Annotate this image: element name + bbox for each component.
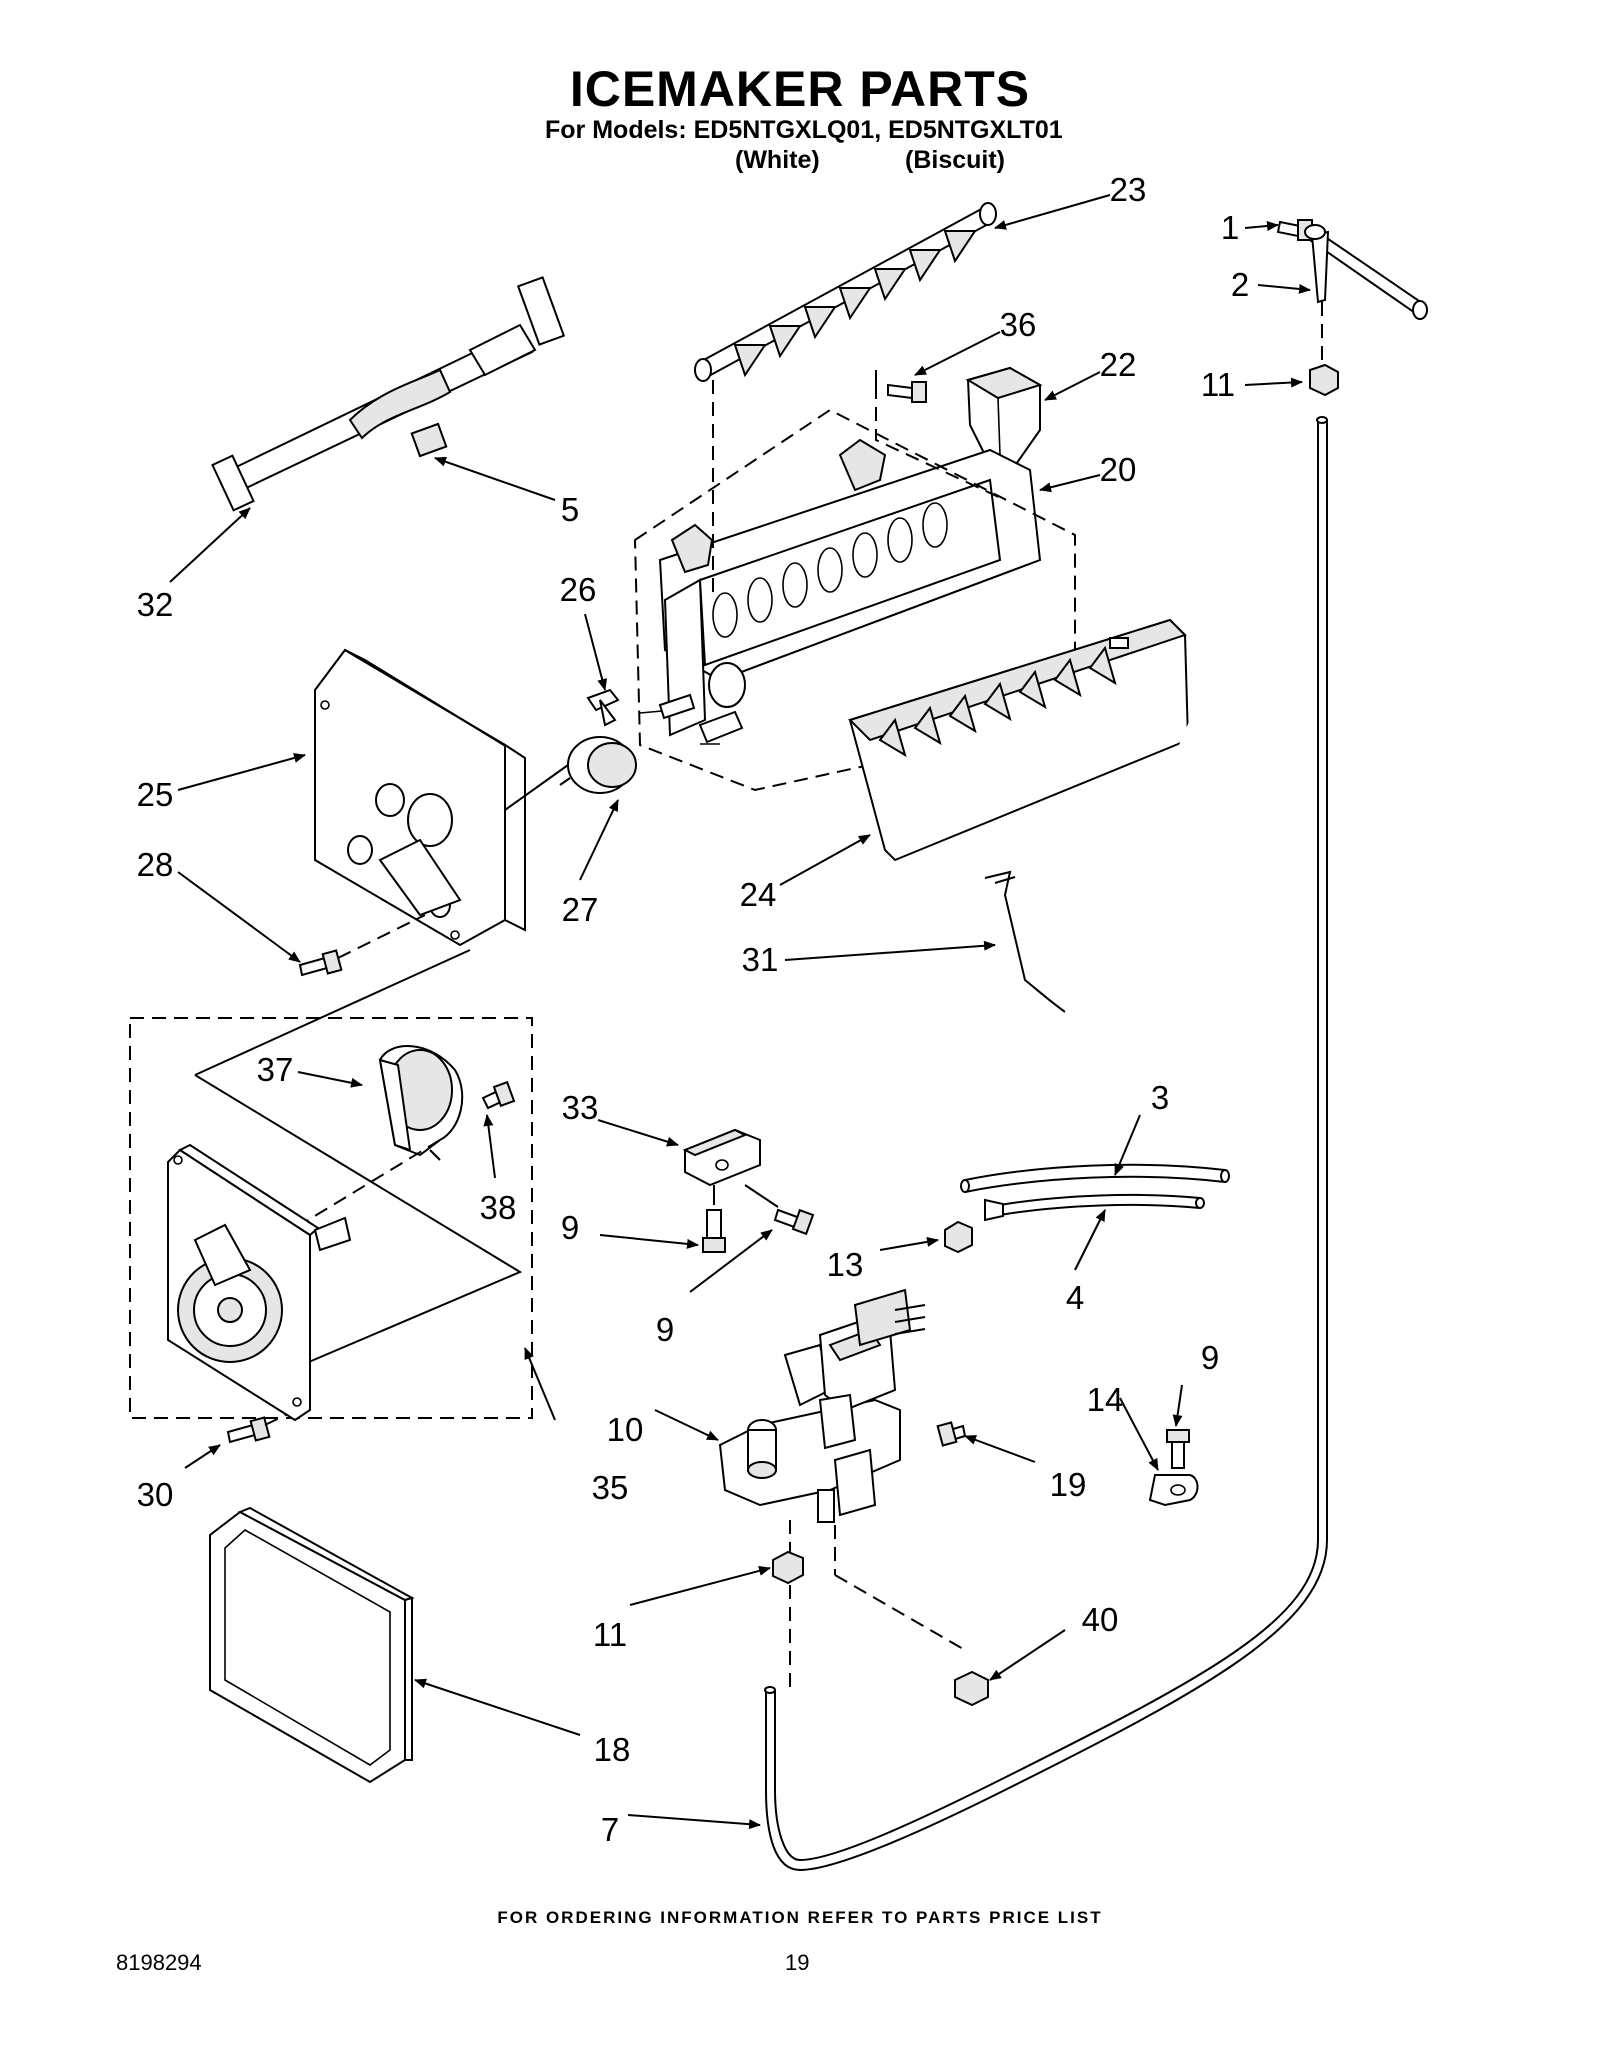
- callout-26: 26: [559, 571, 597, 608]
- part-9-screw-b: [773, 1208, 815, 1236]
- part-32-harness: [211, 276, 566, 512]
- callout-9-lower: 9: [655, 1311, 675, 1348]
- part-2-fill-tube: [1304, 224, 1428, 320]
- callout-30: 30: [136, 1476, 174, 1513]
- part-3-tube: [960, 1163, 1230, 1193]
- part-36-screw: [887, 381, 927, 403]
- callout-40: 40: [1081, 1601, 1119, 1638]
- callout-1: 1: [1220, 209, 1240, 246]
- callout-33: 33: [561, 1089, 599, 1126]
- part-40-nut: [954, 1670, 989, 1707]
- callout-37: 37: [256, 1051, 294, 1088]
- part-4-tube: [984, 1193, 1205, 1222]
- callout-25: 25: [136, 776, 174, 813]
- callout-27: 27: [561, 891, 599, 928]
- part-35-gear-plate: [167, 1143, 352, 1422]
- part-11-nut-bottom: [772, 1550, 804, 1585]
- part-26-clip: [586, 688, 620, 727]
- part-28-screw: [298, 949, 343, 977]
- finish-biscuit: (Biscuit): [905, 146, 1005, 174]
- callout-20: 20: [1099, 451, 1137, 488]
- part-14-clamp: [1148, 1474, 1199, 1507]
- part-11-nut-top: [1309, 363, 1339, 397]
- callout-31: 31: [741, 941, 779, 978]
- part-37-motor: [378, 1045, 464, 1161]
- callout-18: 18: [593, 1731, 631, 1768]
- part-23-ejector: [694, 202, 997, 382]
- part-25-housing: [314, 648, 526, 947]
- part-22-bracket: [965, 366, 1043, 472]
- part-9-screw-a: [702, 1209, 726, 1253]
- callout-36: 36: [999, 306, 1037, 343]
- part-30-screw: [226, 1416, 271, 1444]
- callout-28: 28: [136, 846, 174, 883]
- part-33-bracket: [682, 1128, 761, 1187]
- callout-2: 2: [1230, 266, 1250, 303]
- callout-5: 5: [560, 491, 580, 528]
- callout-11-bottom: 11: [592, 1616, 628, 1653]
- callout-11-top: 11: [1200, 366, 1236, 403]
- callout-35: 35: [591, 1469, 629, 1506]
- part-27-thermostat: [504, 736, 637, 811]
- part-38-screw: [481, 1080, 516, 1110]
- part-9-screw-c: [1166, 1429, 1190, 1469]
- callout-38: 38: [479, 1189, 517, 1226]
- callout-24: 24: [739, 876, 777, 913]
- callout-10: 10: [606, 1411, 644, 1448]
- callout-14: 14: [1086, 1381, 1124, 1418]
- part-24-stripper: [848, 618, 1190, 862]
- callout-13: 13: [826, 1246, 864, 1283]
- callout-32: 32: [136, 586, 174, 623]
- callout-9-right: 9: [1200, 1339, 1220, 1376]
- callout-23: 23: [1109, 171, 1147, 208]
- callout-9-left: 9: [560, 1209, 580, 1246]
- part-20-mold: [639, 438, 1042, 745]
- part-10-water-valve: [718, 1288, 926, 1523]
- part-18-cover: [209, 1506, 415, 1784]
- callout-7: 7: [600, 1811, 620, 1848]
- callout-3: 3: [1150, 1079, 1170, 1116]
- callout-19: 19: [1049, 1466, 1087, 1503]
- document-number: 8198294: [116, 1950, 202, 1975]
- callout-4: 4: [1065, 1279, 1085, 1316]
- part-7-water-line: [774, 420, 1319, 1862]
- leader-lines: [169, 194, 1311, 1830]
- ordering-note: FOR ORDERING INFORMATION REFER TO PARTS …: [497, 1908, 1103, 1927]
- part-13-nut: [944, 1220, 973, 1254]
- models-line: For Models: ED5NTGXLQ01, ED5NTGXLT01: [545, 116, 1063, 144]
- callout-22: 22: [1099, 346, 1137, 383]
- page-title: ICEMAKER PARTS: [569, 61, 1031, 117]
- page-number: 19: [785, 1950, 810, 1975]
- finish-white: (White): [735, 146, 820, 174]
